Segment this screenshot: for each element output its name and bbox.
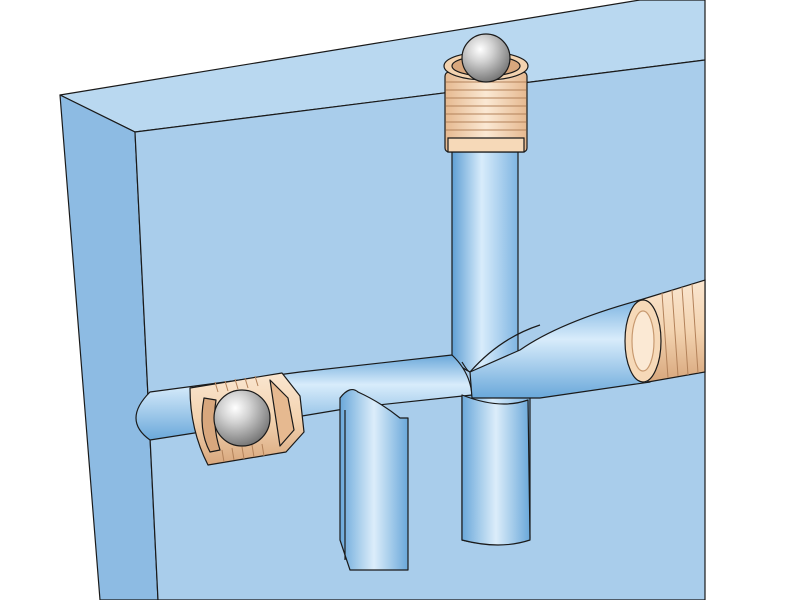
right-threaded-plug [624, 279, 706, 383]
manifold-block [59, 0, 706, 600]
block-left-face [59, 94, 159, 600]
left-ball [213, 389, 271, 447]
left-ball-plug [189, 372, 305, 466]
top-ball [461, 33, 511, 83]
top-ball-plug [443, 33, 529, 153]
